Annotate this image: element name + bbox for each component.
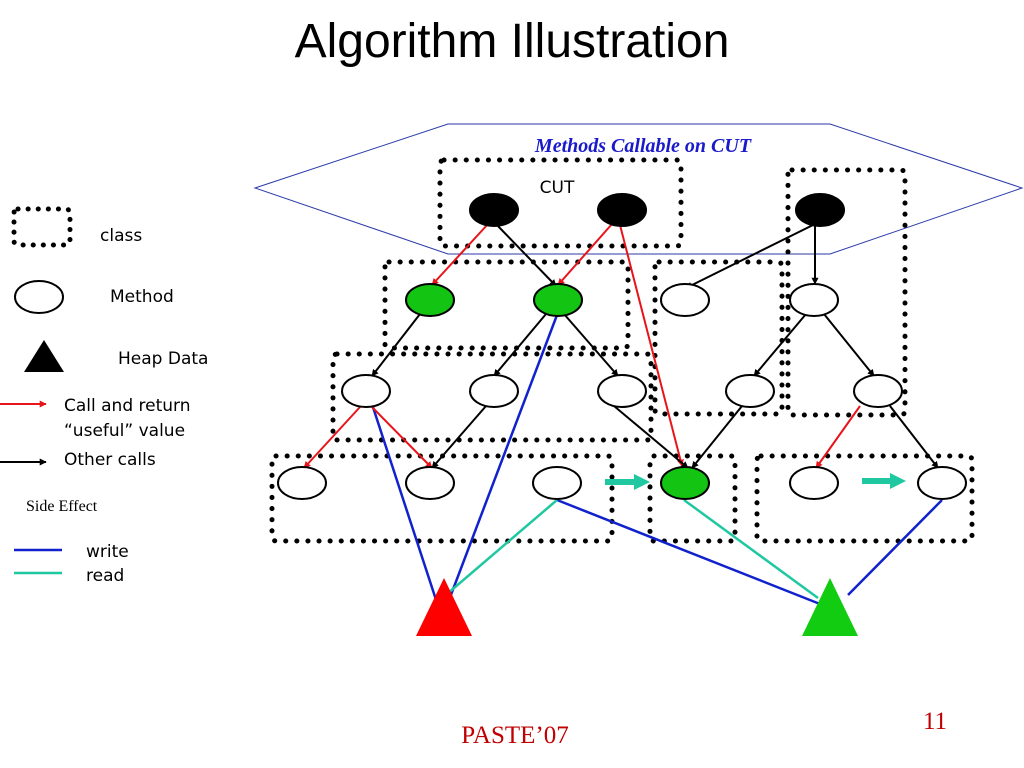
method-node-selected xyxy=(660,466,710,500)
other-call-edge xyxy=(563,313,619,377)
class-box-cut xyxy=(437,157,684,249)
method-node-cut-1 xyxy=(469,193,519,227)
class-box-level2-right xyxy=(652,259,785,417)
legend-class-label: class xyxy=(100,226,142,246)
method-node xyxy=(725,374,775,408)
callable-region-label: Methods Callable on CUT xyxy=(534,135,752,157)
class-box-level4-right xyxy=(754,453,975,544)
legend-method-label: Method xyxy=(110,287,174,307)
heap-data-green xyxy=(802,578,858,636)
legend-heap-data-icon xyxy=(24,340,64,372)
method-node xyxy=(277,466,327,500)
other-call-edge xyxy=(753,313,807,377)
other-call-edge xyxy=(889,405,939,469)
legend-write-label: write xyxy=(86,542,129,562)
read-edge xyxy=(439,499,558,601)
useful-call-edge xyxy=(371,406,433,469)
method-node xyxy=(532,466,582,500)
heap-data-red xyxy=(416,578,472,636)
legend-heap-data-label: Heap Data xyxy=(118,349,208,369)
read-edge xyxy=(683,498,819,600)
legend-other-calls-label: Other calls xyxy=(64,450,156,470)
legend-method-icon xyxy=(14,280,64,314)
useful-call-edge xyxy=(815,405,861,469)
method-node xyxy=(660,283,710,317)
method-node xyxy=(469,374,519,408)
method-node-cut-2 xyxy=(597,193,647,227)
method-node-selected xyxy=(533,283,583,317)
method-node xyxy=(597,374,647,408)
slide-title: Algorithm Illustration xyxy=(294,15,730,68)
callable-region xyxy=(253,123,1024,255)
legend-call-return-line2: “useful” value xyxy=(64,421,185,441)
write-edge xyxy=(368,397,442,613)
footer-text: PASTE’07 xyxy=(461,722,569,749)
legend-read-label: read xyxy=(86,566,124,586)
other-call-edge xyxy=(613,405,689,469)
other-call-edge xyxy=(493,313,547,377)
write-edge xyxy=(847,499,943,596)
class-box-level3 xyxy=(330,351,654,443)
legend-call-return-line1: Call and return xyxy=(64,396,191,416)
useful-call-edge xyxy=(619,224,684,467)
useful-call-edge xyxy=(557,223,613,286)
class-box-right-top xyxy=(785,167,908,418)
other-call-edge xyxy=(685,223,816,289)
legend-side-effect-label: Side Effect xyxy=(26,498,98,515)
other-call-edge xyxy=(495,223,557,287)
slide-number: 11 xyxy=(922,708,948,735)
class-box-level2-left xyxy=(382,259,631,351)
other-call-edge xyxy=(691,405,743,469)
method-node xyxy=(853,374,903,408)
method-node xyxy=(341,374,391,408)
write-edge xyxy=(556,498,821,606)
other-call-edge xyxy=(371,313,421,377)
cut-label: CUT xyxy=(540,178,575,198)
method-node xyxy=(917,466,967,500)
other-call-edge xyxy=(431,405,487,469)
useful-call-edge xyxy=(431,223,489,286)
useful-call-edge xyxy=(303,406,361,469)
method-node xyxy=(789,283,839,317)
write-edge xyxy=(447,314,559,601)
legend-class-icon xyxy=(11,206,73,248)
method-node-selected xyxy=(405,283,455,317)
method-node-right-top xyxy=(795,193,845,227)
class-box-level4-mid xyxy=(647,453,738,544)
other-call-edge xyxy=(823,313,875,377)
method-node xyxy=(405,466,455,500)
method-node xyxy=(789,466,839,500)
